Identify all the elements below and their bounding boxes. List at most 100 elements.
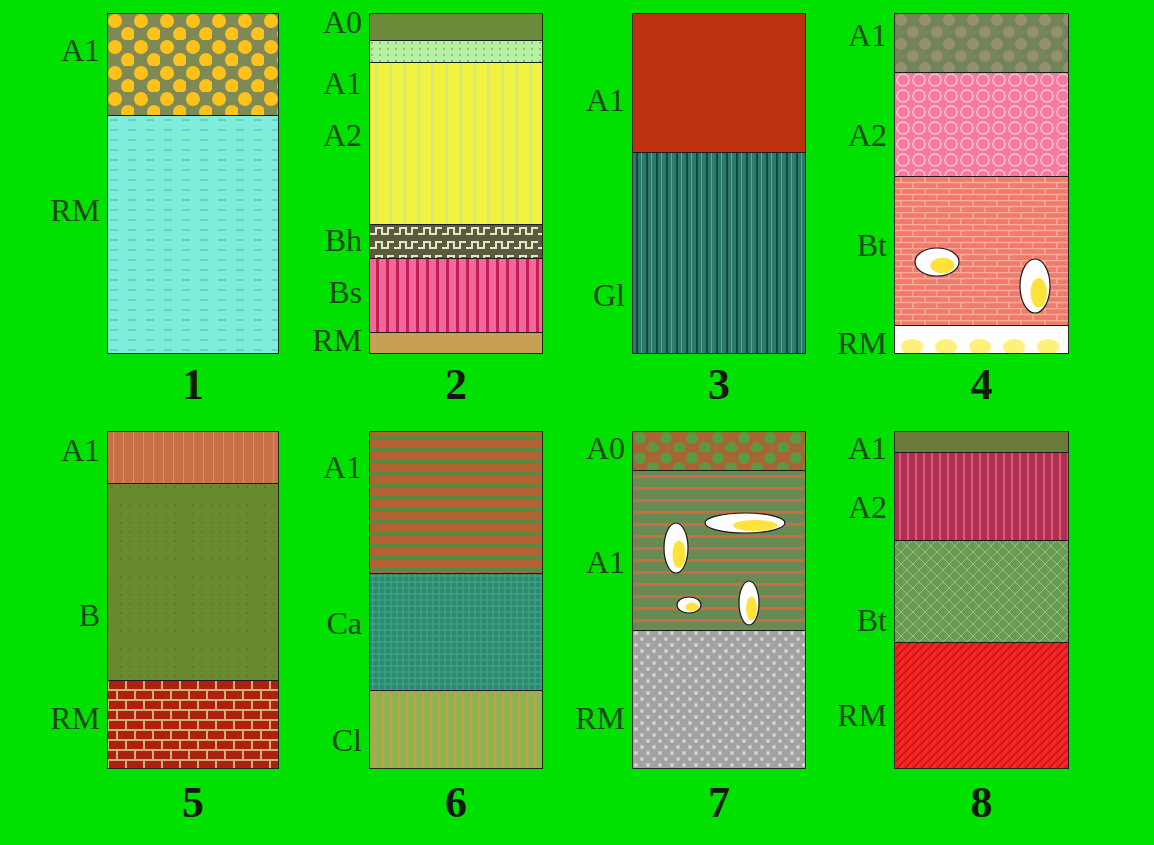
soil-profile: A1BRM5 bbox=[108, 432, 278, 768]
horizon-fill bbox=[108, 14, 278, 115]
horizon-texture bbox=[108, 432, 278, 483]
horizon-fill bbox=[895, 176, 1068, 325]
soil-profile: A1A2BtRM8 bbox=[895, 432, 1068, 768]
soil-horizon: Bs bbox=[370, 258, 542, 332]
horizon-label: RM bbox=[837, 695, 887, 735]
horizon-label: A1 bbox=[586, 542, 625, 582]
horizon-label: A0 bbox=[586, 428, 625, 468]
horizon-label: Bs bbox=[328, 272, 362, 312]
horizon-fill bbox=[370, 432, 542, 573]
horizon-boundary bbox=[633, 152, 805, 153]
horizon-label: B bbox=[79, 595, 100, 635]
horizon-label: Bt bbox=[857, 225, 887, 265]
horizon-texture bbox=[370, 40, 542, 62]
horizon-label: Cl bbox=[332, 720, 362, 760]
soil-horizon: A1 bbox=[895, 14, 1068, 72]
horizon-fill bbox=[633, 470, 805, 630]
horizon-boundary bbox=[895, 72, 1068, 73]
horizon-fill bbox=[895, 642, 1068, 768]
horizon-boundary bbox=[633, 470, 805, 471]
horizon-fill bbox=[633, 432, 805, 470]
horizon-label: A0 bbox=[323, 2, 362, 42]
horizon-fill bbox=[895, 14, 1068, 72]
horizon-texture bbox=[895, 325, 1068, 353]
horizon-boundary bbox=[370, 332, 542, 333]
soil-horizon: Bh bbox=[370, 224, 542, 258]
horizon-texture bbox=[108, 483, 278, 680]
horizon-boundary bbox=[108, 680, 278, 681]
horizon-label: Bt bbox=[857, 600, 887, 640]
soil-horizon: A1 bbox=[108, 14, 278, 115]
horizon-label: A1 bbox=[586, 80, 625, 120]
horizon-texture bbox=[633, 432, 805, 470]
horizon-texture bbox=[895, 642, 1068, 768]
horizon-boundary bbox=[895, 325, 1068, 326]
soil-horizon: A2 bbox=[370, 62, 542, 224]
horizon-fill bbox=[895, 432, 1068, 452]
horizon-label: RM bbox=[50, 190, 100, 230]
soil-horizon: RM bbox=[108, 115, 278, 353]
soil-horizon: RM bbox=[895, 642, 1068, 768]
horizon-texture bbox=[895, 176, 1068, 325]
horizon-texture bbox=[633, 14, 805, 152]
soil-horizon: Bt bbox=[895, 176, 1068, 325]
horizon-label: A2 bbox=[848, 115, 887, 155]
soil-horizon: B bbox=[108, 483, 278, 680]
concretion bbox=[677, 597, 701, 613]
profile-number: 8 bbox=[895, 780, 1068, 826]
concretion bbox=[739, 581, 759, 625]
horizon-fill bbox=[108, 115, 278, 353]
concretion bbox=[664, 523, 688, 573]
horizon-label: A2 bbox=[848, 487, 887, 527]
profile-number: 4 bbox=[895, 362, 1068, 408]
horizon-label: Bh bbox=[325, 220, 362, 260]
soil-horizon: RM bbox=[895, 325, 1068, 353]
horizon-label: RM bbox=[312, 320, 362, 360]
horizon-fill bbox=[633, 630, 805, 768]
soil-horizon: A1 bbox=[370, 432, 542, 573]
horizon-fill bbox=[633, 152, 805, 353]
horizon-texture bbox=[370, 573, 542, 690]
horizon-texture bbox=[895, 432, 1068, 452]
horizon-texture bbox=[108, 680, 278, 768]
horizon-label: A1 bbox=[61, 430, 100, 470]
horizon-texture bbox=[895, 452, 1068, 540]
soil-horizon: A0 bbox=[633, 432, 805, 470]
horizon-label: Ca bbox=[326, 603, 362, 643]
horizon-label: A2 bbox=[323, 115, 362, 155]
horizon-label: A1 bbox=[848, 15, 887, 55]
horizon-boundary bbox=[108, 115, 278, 116]
horizon-texture bbox=[108, 115, 278, 353]
profile-number: 2 bbox=[370, 362, 542, 408]
horizon-boundary bbox=[370, 690, 542, 691]
horizon-label: RM bbox=[575, 698, 625, 738]
soil-horizon: RM bbox=[633, 630, 805, 768]
concretion bbox=[1020, 259, 1050, 313]
horizon-texture bbox=[895, 540, 1068, 642]
soil-profile: A0A1A2BhBsRM2 bbox=[370, 14, 542, 353]
profile-number: 1 bbox=[108, 362, 278, 408]
horizon-fill bbox=[370, 332, 542, 353]
soil-profile: A0A1RM7 bbox=[633, 432, 805, 768]
soil-horizon: RM bbox=[370, 332, 542, 353]
soil-horizon: A1 bbox=[108, 432, 278, 483]
horizon-fill bbox=[108, 483, 278, 680]
horizon-fill bbox=[895, 452, 1068, 540]
horizon-boundary bbox=[895, 540, 1068, 541]
horizon-texture bbox=[370, 14, 542, 40]
soil-horizon: A1 bbox=[370, 40, 542, 62]
horizon-label: A1 bbox=[323, 447, 362, 487]
profile-number: 6 bbox=[370, 780, 542, 826]
horizon-fill bbox=[633, 14, 805, 152]
profile-number: 3 bbox=[633, 362, 805, 408]
horizon-texture bbox=[108, 14, 278, 115]
profile-number: 5 bbox=[108, 780, 278, 826]
horizon-texture bbox=[895, 14, 1068, 72]
soil-profile: A1RM1 bbox=[108, 14, 278, 353]
soil-profile: A1A2BtRM4 bbox=[895, 14, 1068, 353]
horizon-fill bbox=[370, 258, 542, 332]
horizon-fill bbox=[370, 40, 542, 62]
horizon-fill bbox=[108, 680, 278, 768]
soil-profile: A1CaCl6 bbox=[370, 432, 542, 768]
horizon-boundary bbox=[370, 573, 542, 574]
